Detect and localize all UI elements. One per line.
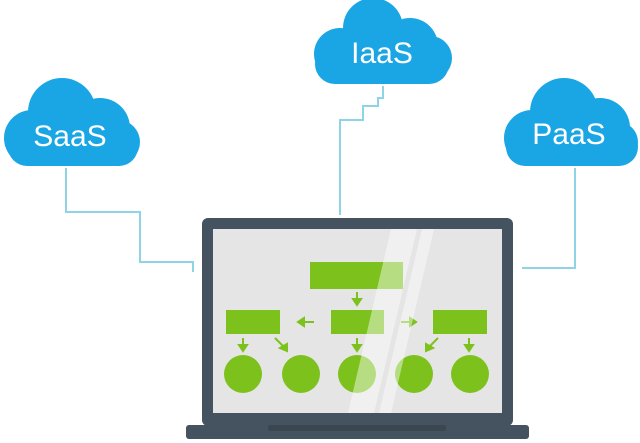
arrow-diagonal-icon [274, 337, 288, 353]
saas-connector [65, 168, 194, 272]
laptop-base-notch [268, 425, 446, 431]
flowchart-box-right [433, 310, 487, 334]
paas-connector [522, 168, 576, 269]
flowchart-node-5 [451, 355, 489, 393]
connector-lines [65, 86, 576, 272]
flowchart-node-1 [224, 355, 262, 393]
flowchart-node-3 [338, 355, 376, 393]
flowchart-box-center [331, 310, 384, 334]
flowchart-box-left [226, 310, 280, 334]
flowchart-node-4 [395, 355, 433, 393]
paas-cloud: PaaS [504, 78, 638, 166]
screen-flowchart [224, 262, 489, 393]
iaas-cloud: IaaS [314, 0, 452, 84]
arrow-right-icon [401, 316, 418, 328]
arrow-diagonal-icon [425, 337, 439, 353]
flowchart-node-2 [282, 355, 320, 393]
saas-label: SaaS [33, 120, 106, 153]
arrow-down-icon [463, 338, 475, 353]
iaas-label: IaaS [351, 37, 413, 70]
arrow-down-icon [351, 292, 363, 307]
laptop [186, 218, 529, 439]
iaas-connector [339, 86, 384, 215]
arrow-down-icon [351, 338, 363, 353]
saas-cloud: SaaS [4, 78, 140, 166]
paas-label: PaaS [532, 118, 605, 151]
arrow-down-icon [237, 338, 249, 353]
screen-glare [348, 229, 434, 413]
arrow-left-icon [296, 316, 314, 328]
flowchart-box-top [310, 262, 403, 289]
